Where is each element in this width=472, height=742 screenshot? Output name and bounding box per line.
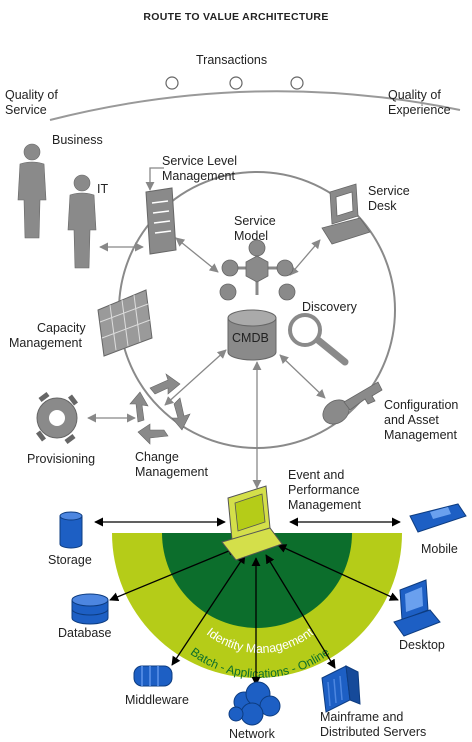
configuration-line3: Management bbox=[384, 428, 457, 442]
network-cloud-icon bbox=[228, 681, 281, 726]
quality-of-experience-line2: Experience bbox=[388, 103, 451, 117]
service-model-line1: Service bbox=[234, 214, 276, 228]
central-computer-icon bbox=[221, 485, 283, 561]
key-icon bbox=[322, 381, 383, 425]
capacity-line1: Capacity bbox=[37, 321, 86, 335]
cmdb-database-icon bbox=[227, 309, 277, 361]
desktop-label: Desktop bbox=[399, 638, 445, 652]
transaction-circle bbox=[229, 76, 243, 90]
middleware-icon bbox=[133, 665, 173, 687]
network-label: Network bbox=[229, 727, 275, 741]
service-desk-line2: Desk bbox=[368, 199, 397, 213]
provisioning-label: Provisioning bbox=[27, 452, 96, 466]
cmdb-label: CMDB bbox=[232, 331, 269, 345]
quality-of-service-line1: Quality of bbox=[5, 88, 58, 102]
storage-icon bbox=[59, 511, 83, 549]
document-icon bbox=[145, 187, 177, 255]
mainframe-line2: Distributed Servers bbox=[320, 725, 427, 739]
it-label: IT bbox=[97, 182, 109, 196]
storage-label: Storage bbox=[48, 553, 92, 567]
change-management-line2: Management bbox=[135, 465, 208, 479]
service-level-line1: Service Level bbox=[162, 154, 238, 168]
change-management-line1: Change bbox=[135, 450, 179, 464]
provisioning-gear-icon bbox=[36, 392, 78, 444]
service-model-line2: Model bbox=[234, 229, 269, 243]
database-label: Database bbox=[58, 626, 112, 640]
service-desk-line1: Service bbox=[368, 184, 410, 198]
mobile-phone-icon bbox=[409, 503, 467, 533]
event-perf-line1: Event and bbox=[288, 468, 345, 482]
desktop-icon bbox=[393, 579, 441, 637]
magnifier-icon bbox=[288, 313, 349, 366]
discovery-label: Discovery bbox=[302, 300, 357, 314]
service-model-icon bbox=[219, 239, 296, 301]
mainframe-line1: Mainframe and bbox=[320, 710, 404, 724]
business-label: Business bbox=[52, 133, 103, 147]
business-person-icon bbox=[17, 143, 47, 239]
configuration-line1: Configuration bbox=[384, 398, 459, 412]
capacity-grid-icon bbox=[97, 289, 153, 357]
database-icon bbox=[71, 593, 109, 625]
service-level-line2: Management bbox=[162, 169, 235, 183]
configuration-line2: and Asset bbox=[384, 413, 439, 427]
diagram-title: ROUTE TO VALUE ARCHITECTURE bbox=[143, 11, 329, 23]
quality-of-service-line2: Service bbox=[5, 103, 47, 117]
service-desk-computer-icon bbox=[321, 183, 371, 245]
change-cycle-icon bbox=[129, 373, 191, 445]
transactions-label: Transactions bbox=[196, 53, 268, 67]
it-person-icon bbox=[67, 174, 97, 269]
mainframe-icon bbox=[321, 665, 361, 713]
middleware-label: Middleware bbox=[125, 693, 189, 707]
quality-of-experience-line1: Quality of bbox=[388, 88, 441, 102]
event-perf-line2: Performance bbox=[288, 483, 360, 497]
transaction-circle bbox=[165, 76, 179, 90]
mobile-label: Mobile bbox=[421, 542, 458, 556]
transaction-circle bbox=[290, 76, 304, 90]
capacity-line2: Management bbox=[9, 336, 82, 350]
experience-arc bbox=[49, 90, 461, 121]
event-perf-line3: Management bbox=[288, 498, 361, 512]
